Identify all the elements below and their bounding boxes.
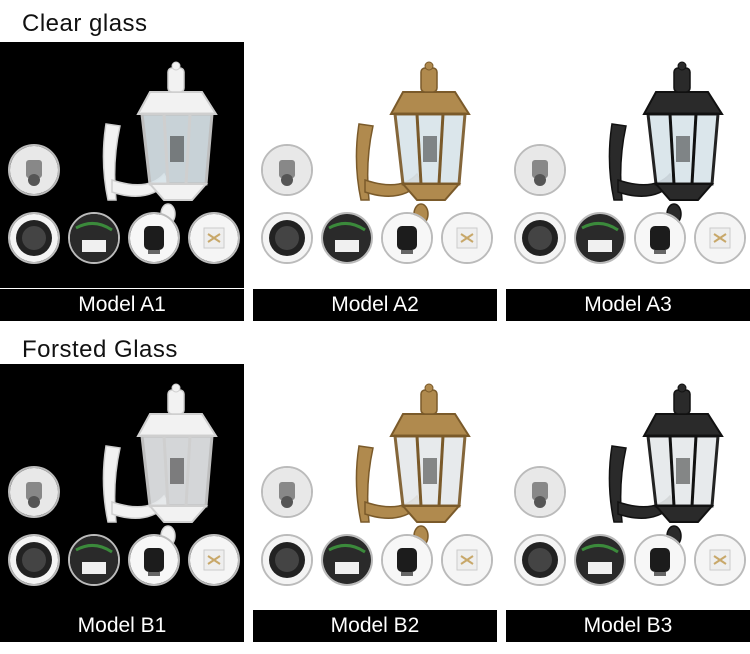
section-title-clear: Clear glass: [22, 10, 148, 37]
wall-lamp-icon: [608, 61, 724, 225]
bulb-socket-icon: [381, 212, 433, 264]
model-label-b1: Model B1: [0, 610, 244, 642]
wiring-terminal-icon: [68, 534, 120, 586]
base-plate-icon: [261, 534, 313, 586]
accessory-bag-icon: [188, 212, 240, 264]
mounting-screw-icon: [8, 144, 60, 196]
bulb-socket-icon: [128, 212, 180, 264]
product-image-b1: [0, 364, 244, 610]
wiring-terminal-icon: [321, 212, 373, 264]
base-plate-icon: [8, 534, 60, 586]
wiring-terminal-icon: [321, 534, 373, 586]
bulb-socket-icon: [381, 534, 433, 586]
base-plate-icon: [514, 212, 566, 264]
wiring-terminal-icon: [574, 534, 626, 586]
base-plate-icon: [261, 212, 313, 264]
model-label-a2: Model A2: [253, 289, 497, 321]
wall-lamp-icon: [608, 383, 724, 547]
wall-lamp-icon: [355, 383, 471, 547]
wiring-terminal-icon: [574, 212, 626, 264]
mounting-screw-icon: [514, 144, 566, 196]
bulb-socket-icon: [634, 212, 686, 264]
mounting-screw-icon: [261, 144, 313, 196]
section-title-frosted: Forsted Glass: [22, 336, 178, 363]
model-label-b3: Model B3: [506, 610, 750, 642]
product-image-a1: [0, 42, 244, 288]
wall-lamp-icon: [355, 61, 471, 225]
base-plate-icon: [8, 212, 60, 264]
model-label-a3: Model A3: [506, 289, 750, 321]
base-plate-icon: [514, 534, 566, 586]
model-label-a1: Model A1: [0, 289, 244, 321]
mounting-screw-icon: [8, 466, 60, 518]
wiring-terminal-icon: [68, 212, 120, 264]
accessory-bag-icon: [441, 534, 493, 586]
accessory-bag-icon: [188, 534, 240, 586]
accessory-bag-icon: [694, 212, 746, 264]
accessory-bag-icon: [694, 534, 746, 586]
mounting-screw-icon: [514, 466, 566, 518]
bulb-socket-icon: [128, 534, 180, 586]
product-image-b3: [506, 364, 750, 610]
wall-lamp-icon: [102, 61, 218, 225]
wall-lamp-icon: [102, 383, 218, 547]
bulb-socket-icon: [634, 534, 686, 586]
product-image-a2: [253, 42, 497, 288]
product-image-b2: [253, 364, 497, 610]
accessory-bag-icon: [441, 212, 493, 264]
model-label-b2: Model B2: [253, 610, 497, 642]
mounting-screw-icon: [261, 466, 313, 518]
product-image-a3: [506, 42, 750, 288]
